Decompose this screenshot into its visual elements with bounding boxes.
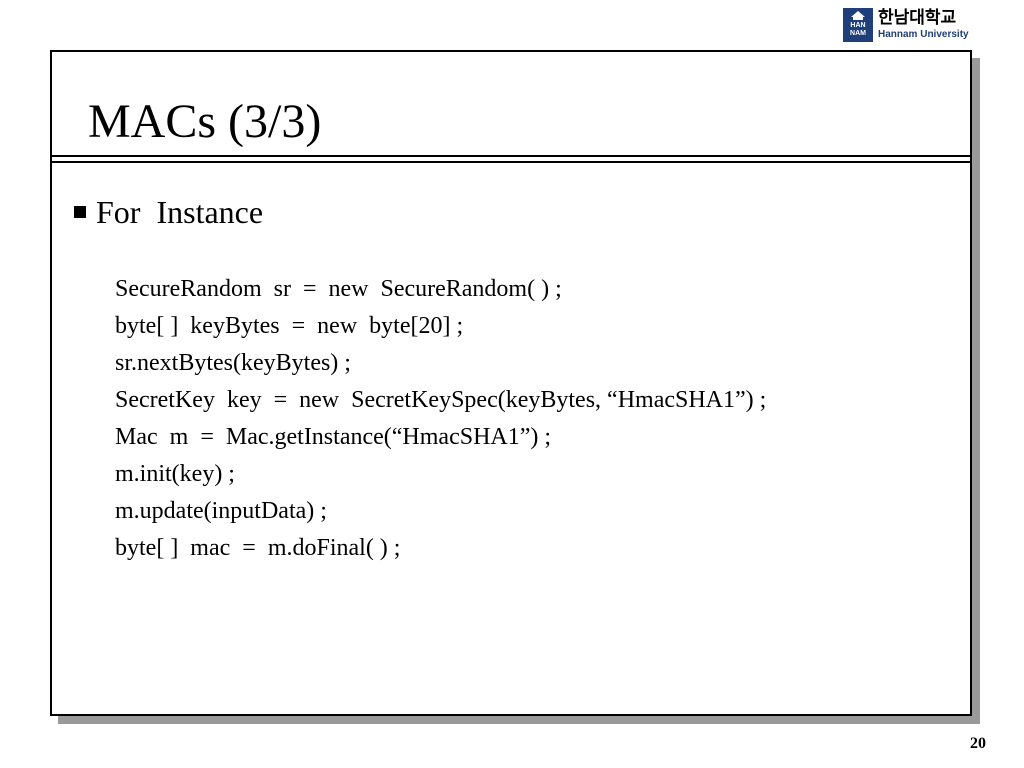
code-block: SecureRandom sr = new SecureRandom( ) ; …: [115, 271, 766, 567]
square-bullet-icon: [74, 206, 86, 218]
university-logo: HAN NAM 한남대학교 Hannam University: [843, 6, 983, 44]
emblem-text: HAN NAM: [850, 22, 866, 37]
code-line: m.init(key) ;: [115, 461, 235, 487]
university-emblem-icon: HAN NAM: [843, 8, 873, 42]
slide-title: MACs (3/3): [88, 95, 322, 148]
code-line: byte[ ] mac = m.doFinal( ) ;: [115, 535, 401, 561]
bullet-text: For Instance: [96, 194, 264, 230]
page-number: 20: [970, 735, 986, 752]
code-line: m.update(inputData) ;: [115, 498, 327, 524]
code-line: SecureRandom sr = new SecureRandom( ) ;: [115, 276, 562, 302]
title-divider: [52, 155, 970, 163]
logo-korean-name: 한남대학교: [878, 8, 957, 28]
bullet-item: For Instance: [74, 192, 263, 232]
code-line: SecretKey key = new SecretKeySpec(keyByt…: [115, 387, 767, 413]
slide-frame: MACs (3/3) For Instance SecureRandom sr …: [50, 50, 972, 716]
code-line: Mac m = Mac.getInstance(“HmacSHA1”) ;: [115, 424, 552, 450]
code-line: byte[ ] keyBytes = new byte[20] ;: [115, 313, 464, 339]
logo-english-name: Hannam University: [878, 29, 969, 40]
code-line: sr.nextBytes(keyBytes) ;: [115, 350, 351, 376]
logo-text-group: 한남대학교 Hannam University: [878, 10, 969, 40]
